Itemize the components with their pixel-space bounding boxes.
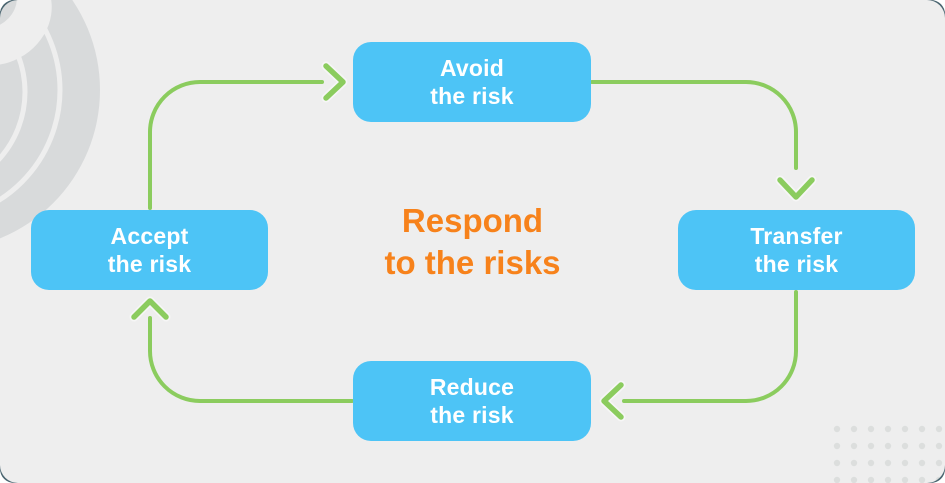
arrowhead-into-accept — [131, 298, 169, 320]
connector-reduce-to-accept — [148, 316, 354, 403]
diagram-title-line2: to the risks — [384, 244, 561, 282]
node-reduce-the-risk[interactable]: Reduce the risk — [353, 361, 591, 441]
node-accept-line2: the risk — [107, 251, 192, 277]
node-avoid-line1: Avoid — [439, 54, 505, 81]
node-accept-the-risk[interactable]: Accept the risk — [31, 210, 268, 290]
diagram-title: Respond to the risks — [300, 200, 645, 284]
connector-avoid-to-transfer — [590, 80, 798, 170]
diagram-title-line1: Respond — [401, 202, 544, 239]
arrowhead-into-transfer — [777, 177, 815, 200]
node-reduce-line2: the risk — [430, 402, 514, 428]
node-transfer-line1: Transfer — [750, 222, 843, 249]
node-transfer-line2: the risk — [754, 251, 839, 277]
connector-transfer-to-reduce — [622, 290, 798, 403]
node-reduce-line1: Reduce — [429, 373, 515, 400]
node-avoid-the-risk[interactable]: Avoid the risk — [353, 42, 591, 122]
connector-accept-to-avoid — [148, 80, 324, 210]
arrowhead-into-avoid — [323, 63, 346, 101]
node-accept-line1: Accept — [110, 222, 189, 249]
node-transfer-the-risk[interactable]: Transfer the risk — [678, 210, 915, 290]
node-avoid-line2: the risk — [430, 83, 514, 109]
arrowhead-into-reduce — [601, 382, 624, 420]
